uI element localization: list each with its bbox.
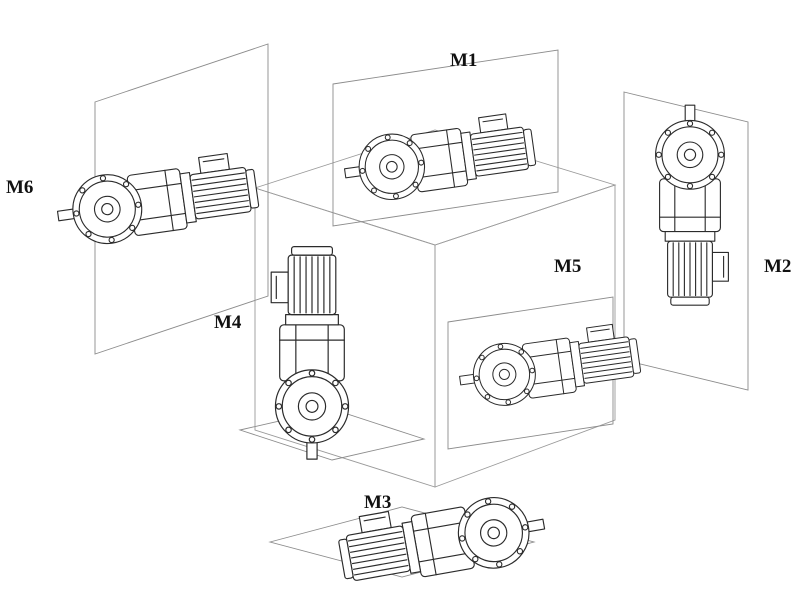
mounting-planes: [94, 43, 749, 578]
label-m1: M1: [450, 50, 477, 71]
mounting-plane-m5: [447, 296, 614, 450]
label-m6: M6: [6, 177, 33, 198]
label-m3: M3: [364, 492, 391, 513]
gearmotor-m6: [52, 149, 262, 251]
label-m2: M2: [764, 256, 791, 277]
gearmotor-m2: [655, 104, 729, 306]
gearmotors: [52, 104, 729, 595]
gearmotor-m1: [339, 110, 539, 207]
label-m5: M5: [554, 256, 581, 277]
position-labels: M1 M2 M3 M4 M5 M6: [6, 50, 791, 513]
mounting-plane-m2: [623, 91, 749, 391]
label-m4: M4: [214, 312, 242, 333]
mounting-plane-m1: [332, 49, 559, 227]
mounting-plane-m6: [94, 43, 269, 355]
cube-right-face: [434, 184, 616, 488]
gearmotor-m4: [270, 246, 350, 460]
